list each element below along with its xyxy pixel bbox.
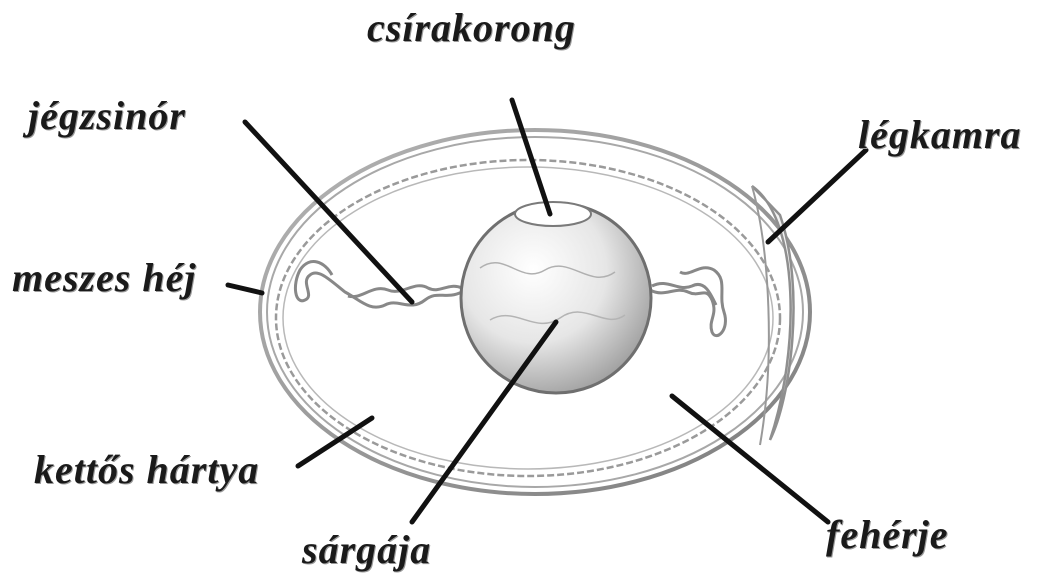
label-feherje: fehérje <box>826 515 949 555</box>
germinal-disc <box>515 202 591 226</box>
label-sargaja: sárgája <box>302 530 431 570</box>
pointer-meszes-hej <box>228 285 262 293</box>
pointer-kettos-hartya <box>298 418 372 466</box>
pointer-legkamra <box>768 150 866 242</box>
label-csirakorong: csírakorong <box>367 8 576 48</box>
label-legkamra: légkamra <box>858 115 1022 155</box>
pointer-jegzsinor <box>245 122 412 302</box>
pointer-csirakorong <box>512 100 550 214</box>
label-meszes-hej: meszes héj <box>12 258 196 298</box>
yolk <box>461 203 651 393</box>
label-jegzsinor: jégzsinór <box>28 96 186 136</box>
label-kettos-hartya: kettős hártya <box>34 450 259 490</box>
